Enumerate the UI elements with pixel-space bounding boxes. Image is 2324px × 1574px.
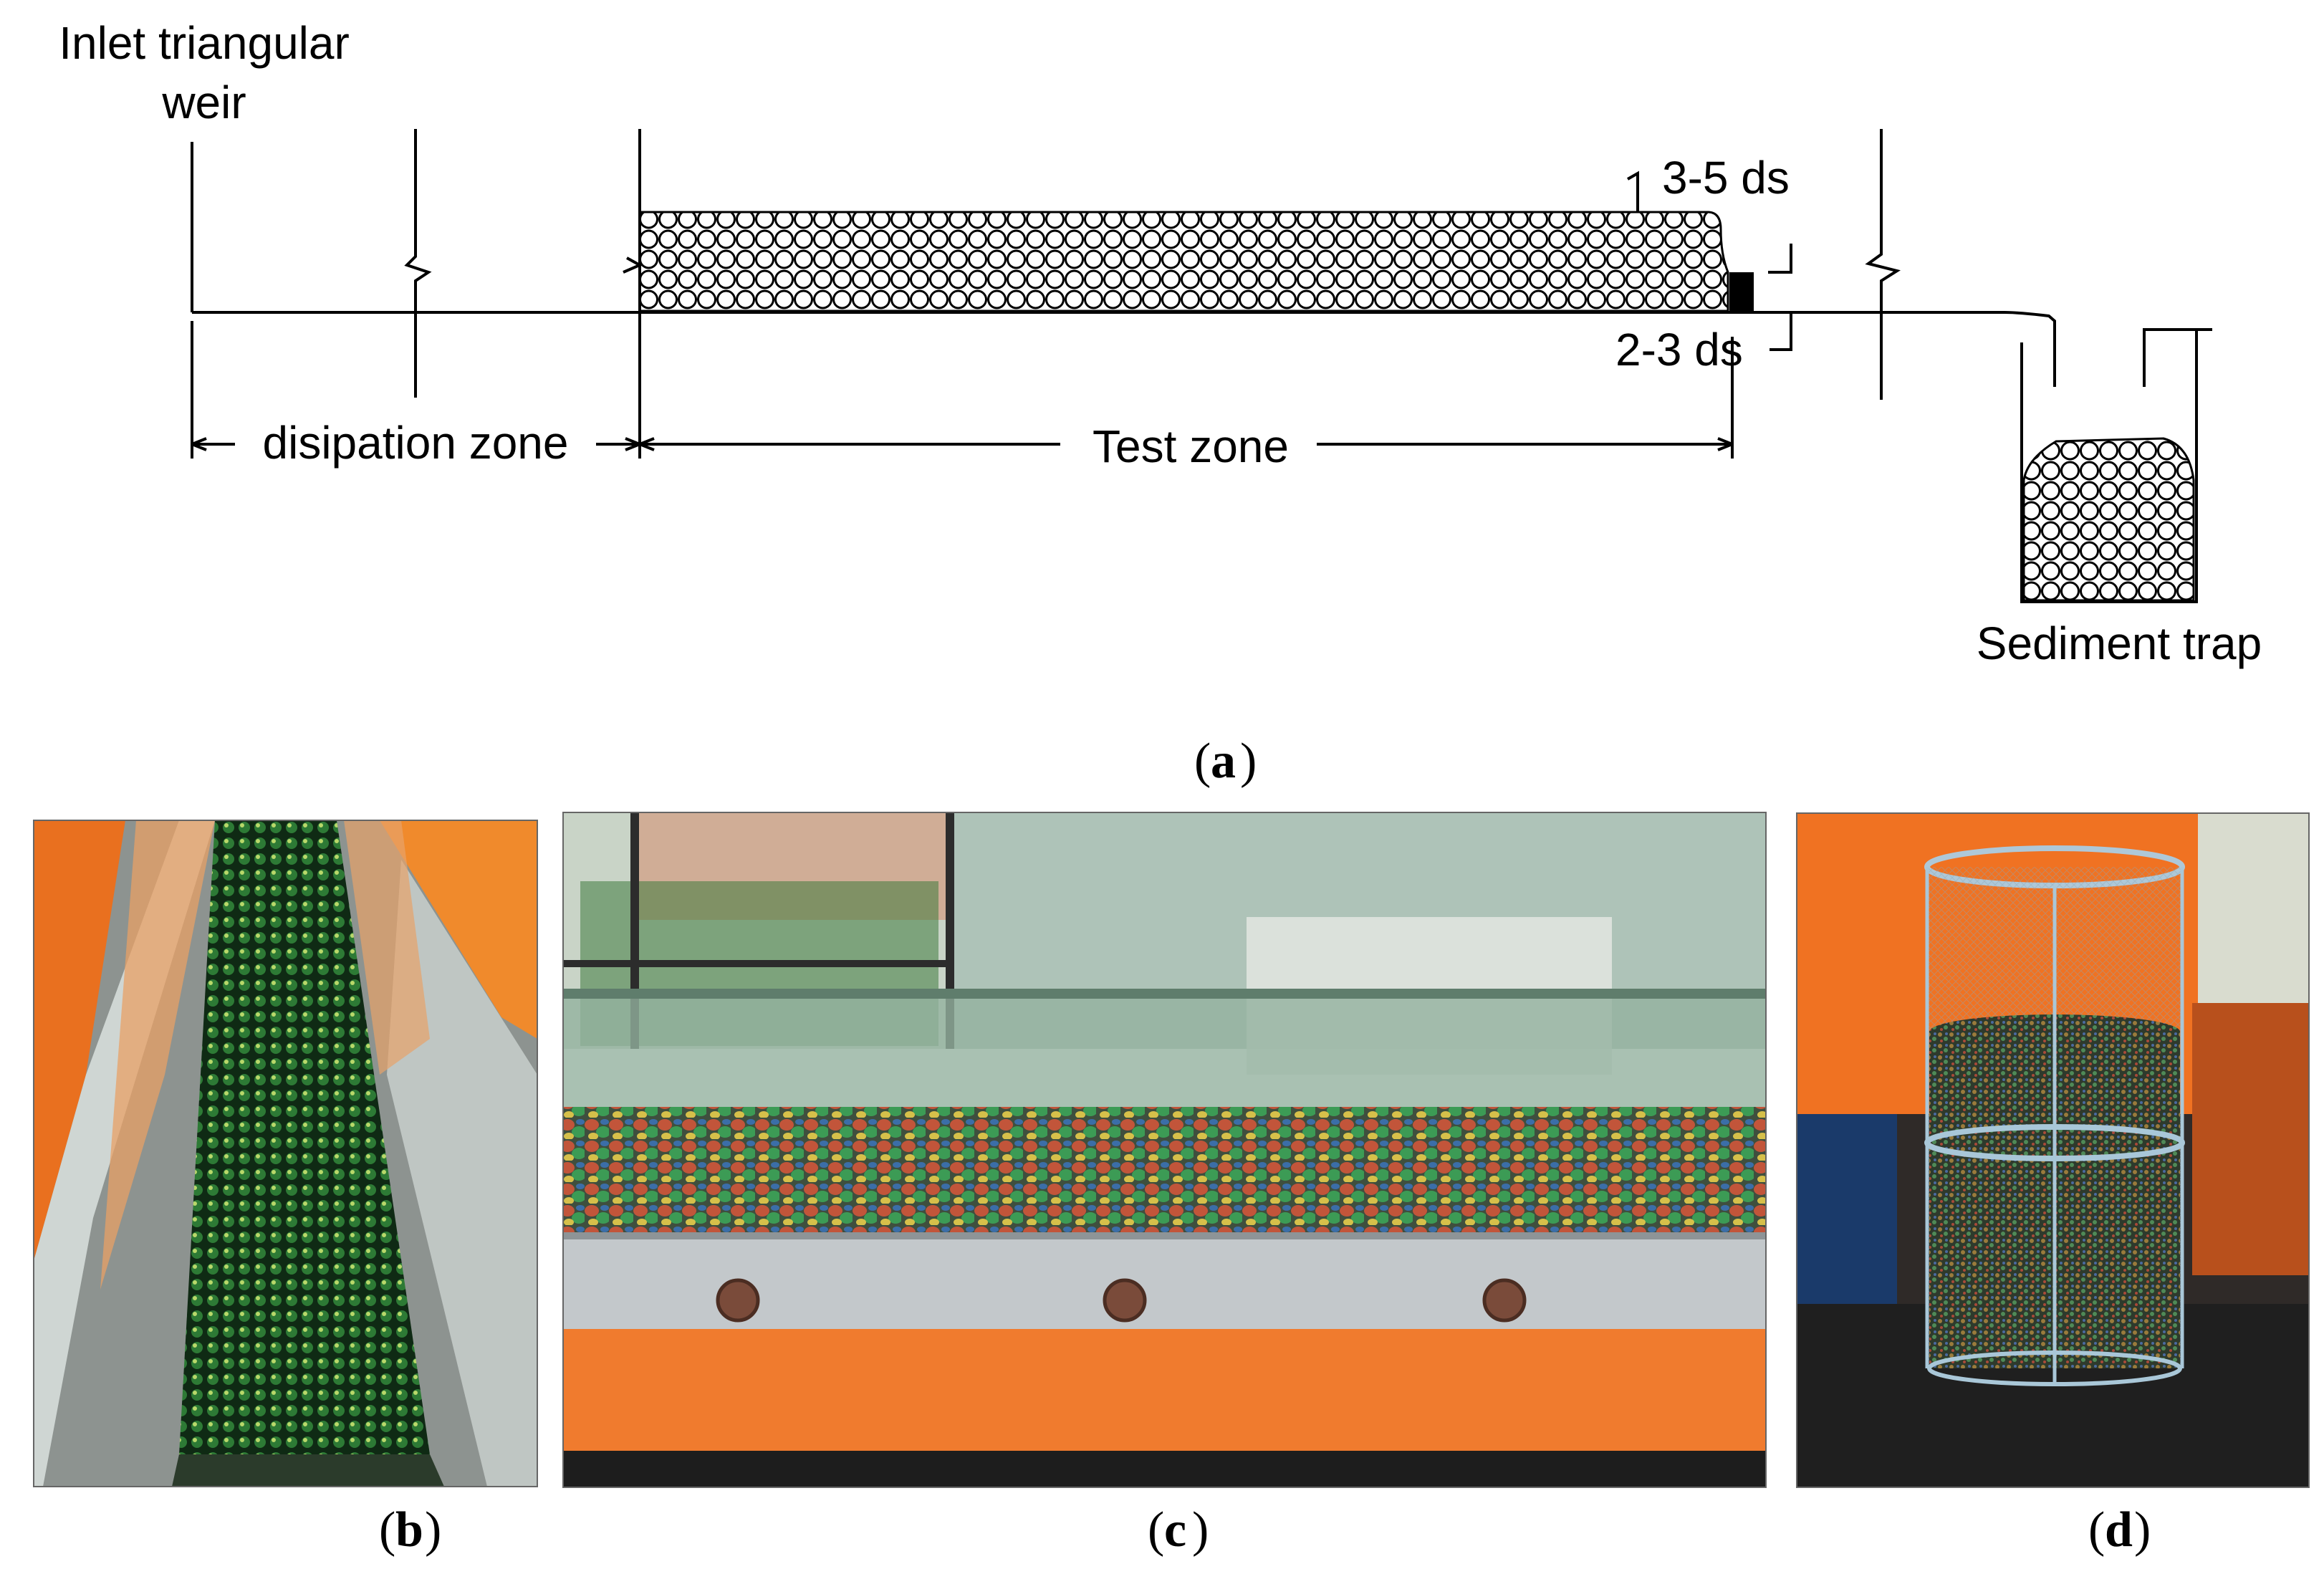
test-zone-label: Test zone	[1093, 421, 1289, 472]
inlet-weir-label-line2: weir	[161, 77, 246, 128]
svg-text:(: (	[1194, 734, 1211, 789]
break-mark-dissipation	[404, 129, 432, 398]
sill-dimension-lower	[1768, 311, 1792, 351]
sediment-trap-inner-wall	[2143, 328, 2196, 387]
sill-dimension-upper	[1768, 244, 1792, 274]
dissipation-dimension-line-left	[191, 437, 235, 451]
sediment-trap-fill	[2022, 437, 2195, 602]
test-zone-dimension-left	[639, 437, 1060, 451]
svg-text:): )	[1192, 1502, 1209, 1558]
sediment-bed	[638, 211, 1729, 312]
svg-text:): )	[425, 1502, 441, 1558]
photo-b-flume-bed	[34, 820, 537, 1487]
caption-b: ( b )	[379, 1502, 441, 1558]
top-layer-leader	[1627, 171, 1639, 212]
inlet-weir-label: Inlet triangular	[59, 17, 350, 69]
dissipation-zone-label: disipation zone	[263, 417, 569, 469]
photo-c-side-view	[563, 812, 1766, 1487]
photo-d-sediment-trap	[1797, 813, 2309, 1487]
caption-c-letter: c	[1164, 1502, 1186, 1558]
svg-text:(: (	[1148, 1502, 1164, 1558]
caption-a: ( a )	[1194, 734, 1257, 789]
bottom-layer-label: 2-3 ds	[1615, 324, 1743, 375]
svg-text:): )	[1240, 734, 1257, 789]
sediment-trap-outline	[2020, 328, 2212, 603]
svg-text:(: (	[2088, 1502, 2105, 1558]
flume-bed-line	[192, 311, 2056, 387]
sediment-trap-label: Sediment trap	[1977, 618, 2262, 669]
dissipation-dimension-line-right	[596, 437, 640, 451]
test-zone-start-break	[623, 256, 643, 274]
downstream-sill	[1729, 272, 1754, 312]
svg-text:): )	[2134, 1502, 2151, 1558]
caption-b-letter: b	[395, 1502, 423, 1558]
svg-text:(: (	[379, 1502, 395, 1558]
break-mark-end	[1865, 129, 1901, 400]
top-layer-label: 3-5 ds	[1662, 152, 1790, 203]
flume-schematic: Inlet triangular weir 3-5 ds 2-3 ds disi…	[59, 17, 2262, 669]
caption-a-letter: a	[1211, 734, 1236, 789]
test-zone-dimension-right	[1317, 437, 1733, 451]
caption-d-letter: d	[2105, 1502, 2133, 1558]
caption-d: ( d )	[2088, 1502, 2151, 1558]
caption-c: ( c )	[1148, 1502, 1209, 1558]
